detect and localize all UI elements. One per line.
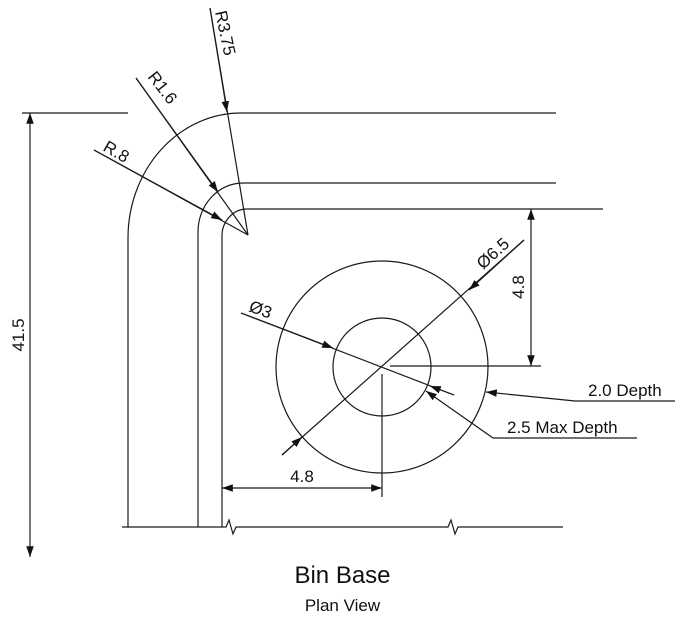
radius-r08-callout: R.8 xyxy=(93,137,249,236)
inner-wall xyxy=(221,208,603,527)
outer-wall xyxy=(127,112,556,527)
inner-depth-label: 2.5 Max Depth xyxy=(507,418,618,437)
radius-r16-callout: R1.6 xyxy=(135,68,249,236)
outer-diameter-callout: Ø6.5 xyxy=(281,234,525,456)
outer-depth-leader: 2.0 Depth xyxy=(485,381,675,402)
outer-depth-label: 2.0 Depth xyxy=(588,381,662,400)
vertical-offset-label: 4.8 xyxy=(509,275,528,299)
inner-diameter-label: Ø3 xyxy=(247,297,275,323)
horizontal-offset-label: 4.8 xyxy=(290,467,314,486)
inner-diameter-callout: Ø3 xyxy=(240,297,455,396)
overall-height-label: 41.5 xyxy=(9,318,28,351)
radius-r375-label: R3.75 xyxy=(211,9,239,57)
vertical-offset-dimension: 4.8 xyxy=(390,209,541,367)
overall-height-dimension: 41.5 xyxy=(9,112,128,557)
bottom-break-line xyxy=(122,518,563,536)
radius-r08-label: R.8 xyxy=(100,137,132,167)
drawing-subtitle: Plan View xyxy=(304,596,381,615)
horizontal-offset-dimension: 4.8 xyxy=(222,374,383,497)
inner-depth-leader: 2.5 Max Depth xyxy=(425,390,637,439)
middle-wall xyxy=(197,182,556,527)
radius-r375-callout: R3.75 xyxy=(209,7,249,236)
radius-r16-label: R1.6 xyxy=(144,68,181,108)
drawing-title: Bin Base xyxy=(294,562,391,589)
